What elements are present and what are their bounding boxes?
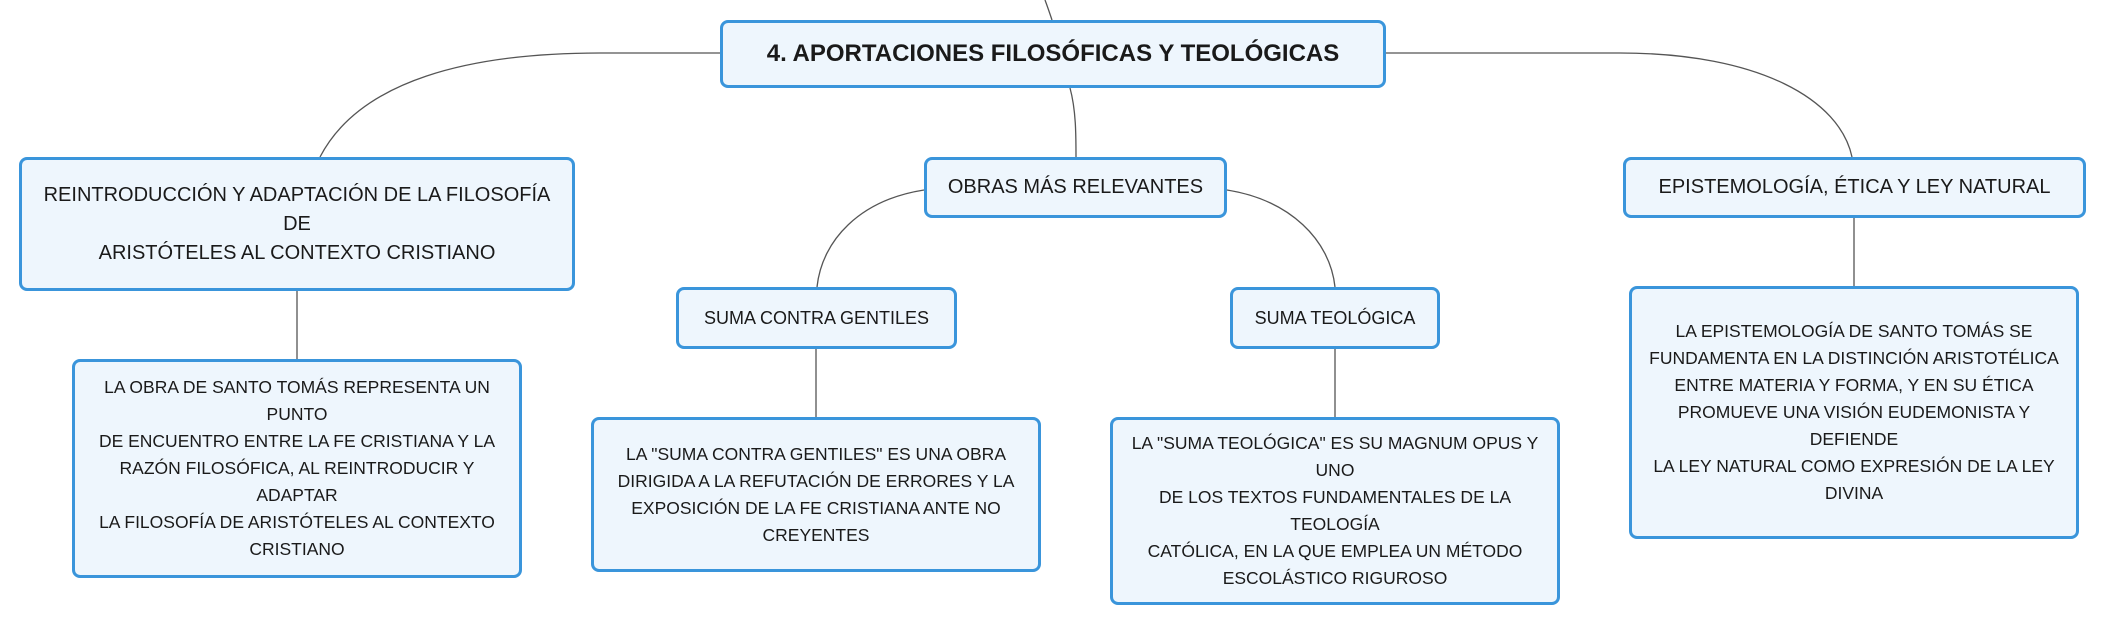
description-line: EXPOSICIÓN DE LA FE CRISTIANA ANTE NO	[631, 497, 1001, 518]
description-aristoteles-node[interactable]: LA OBRA DE SANTO TOMÁS REPRESENTA UN PUN…	[72, 359, 522, 578]
description-suma-teologica-node[interactable]: LA "SUMA TEOLÓGICA" ES SU MAGNUM OPUS Y …	[1110, 417, 1560, 605]
description-line: LA "SUMA CONTRA GENTILES" ES UNA OBRA	[625, 443, 1006, 464]
description-line: FUNDAMENTA EN LA DISTINCIÓN ARISTOTÉLICA	[1649, 348, 2059, 368]
description-suma-teologica-text: LA "SUMA TEOLÓGICA" ES SU MAGNUM OPUS Y …	[1119, 430, 1551, 592]
description-line: ENTRE MATERIA Y FORMA, Y EN SU ÉTICA	[1674, 375, 2034, 395]
topic-episteme-node[interactable]: EPISTEMOLOGÍA, ÉTICA Y LEY NATURAL	[1623, 157, 2086, 218]
description-line: ESCOLÁSTICO RIGUROSO	[1222, 568, 1448, 588]
connector-central-to-obras	[1069, 87, 1077, 158]
description-line: CATÓLICA, EN LA QUE EMPLEA UN MÉTODO	[1147, 541, 1523, 561]
topic-aristoteles-line: REINTRODUCCIÓN Y ADAPTACIÓN DE LA FILOSO…	[43, 183, 551, 235]
description-line: CREYENTES	[762, 524, 870, 545]
description-line: RAZÓN FILOSÓFICA, AL REINTRODUCIR Y ADAP…	[119, 458, 475, 505]
description-episteme-node[interactable]: LA EPISTEMOLOGÍA DE SANTO TOMÁS SE FUNDA…	[1629, 286, 2079, 539]
topic-episteme-label: EPISTEMOLOGÍA, ÉTICA Y LEY NATURAL	[1658, 176, 2051, 198]
central-topic-title: 4. APORTACIONES FILOSÓFICAS Y TEOLÓGICAS	[766, 40, 1340, 67]
description-line: CRISTIANO	[249, 539, 345, 559]
description-line: DIRIGIDA A LA REFUTACIÓN DE ERRORES Y LA	[617, 470, 1015, 491]
topic-aristoteles-label: REINTRODUCCIÓN Y ADAPTACIÓN DE LA FILOSO…	[36, 181, 558, 268]
connector-obras-to-suma-t	[1226, 189, 1336, 288]
description-line: LA OBRA DE SANTO TOMÁS REPRESENTA UN PUN…	[104, 377, 490, 424]
description-line: DE LOS TEXTOS FUNDAMENTALES DE LA TEOLOG…	[1158, 487, 1512, 534]
description-aristoteles-text: LA OBRA DE SANTO TOMÁS REPRESENTA UN PUN…	[81, 374, 513, 563]
topic-aristoteles-node[interactable]: REINTRODUCCIÓN Y ADAPTACIÓN DE LA FILOSO…	[19, 157, 575, 291]
topic-obras-label: OBRAS MÁS RELEVANTES	[947, 176, 1204, 198]
description-line: LA FILOSOFÍA DE ARISTÓTELES AL CONTEXTO	[99, 512, 495, 532]
description-line: DE ENCUENTRO ENTRE LA FE CRISTIANA Y LA	[98, 431, 496, 451]
description-episteme-text: LA EPISTEMOLOGÍA DE SANTO TOMÁS SE FUNDA…	[1638, 318, 2070, 507]
connector-central-to-episteme	[1386, 52, 1853, 158]
topic-aristoteles-line: ARISTÓTELES AL CONTEXTO CRISTIANO	[98, 241, 496, 264]
subtopic-suma-contra-gentiles-node[interactable]: SUMA CONTRA GENTILES	[676, 287, 957, 349]
connector-central-to-aristoteles	[319, 52, 720, 158]
description-line: LA EPISTEMOLOGÍA DE SANTO TOMÁS SE	[1675, 321, 2033, 341]
description-suma-contra-gentiles-text: LA "SUMA CONTRA GENTILES" ES UNA OBRA DI…	[618, 441, 1015, 549]
subtopic-suma-contra-gentiles-label: SUMA CONTRA GENTILES	[703, 307, 930, 328]
description-line: DIVINA	[1824, 483, 1884, 503]
connector-obras-to-suma-cg	[816, 189, 925, 288]
subtopic-suma-teologica-label: SUMA TEOLÓGICA	[1254, 307, 1416, 328]
description-line: LA "SUMA TEOLÓGICA" ES SU MAGNUM OPUS Y …	[1131, 433, 1539, 480]
description-suma-contra-gentiles-node[interactable]: LA "SUMA CONTRA GENTILES" ES UNA OBRA DI…	[591, 417, 1041, 572]
description-line: PROMUEVE UNA VISIÓN EUDEMONISTA Y DEFIEN…	[1677, 402, 2031, 449]
subtopic-suma-teologica-node[interactable]: SUMA TEOLÓGICA	[1230, 287, 1440, 349]
description-line: LA LEY NATURAL COMO EXPRESIÓN DE LA LEY	[1653, 456, 2055, 476]
topic-obras-node[interactable]: OBRAS MÁS RELEVANTES	[924, 157, 1227, 218]
central-topic-node[interactable]: 4. APORTACIONES FILOSÓFICAS Y TEOLÓGICAS	[720, 20, 1386, 88]
connector-parent-to-central	[1044, 0, 1053, 21]
